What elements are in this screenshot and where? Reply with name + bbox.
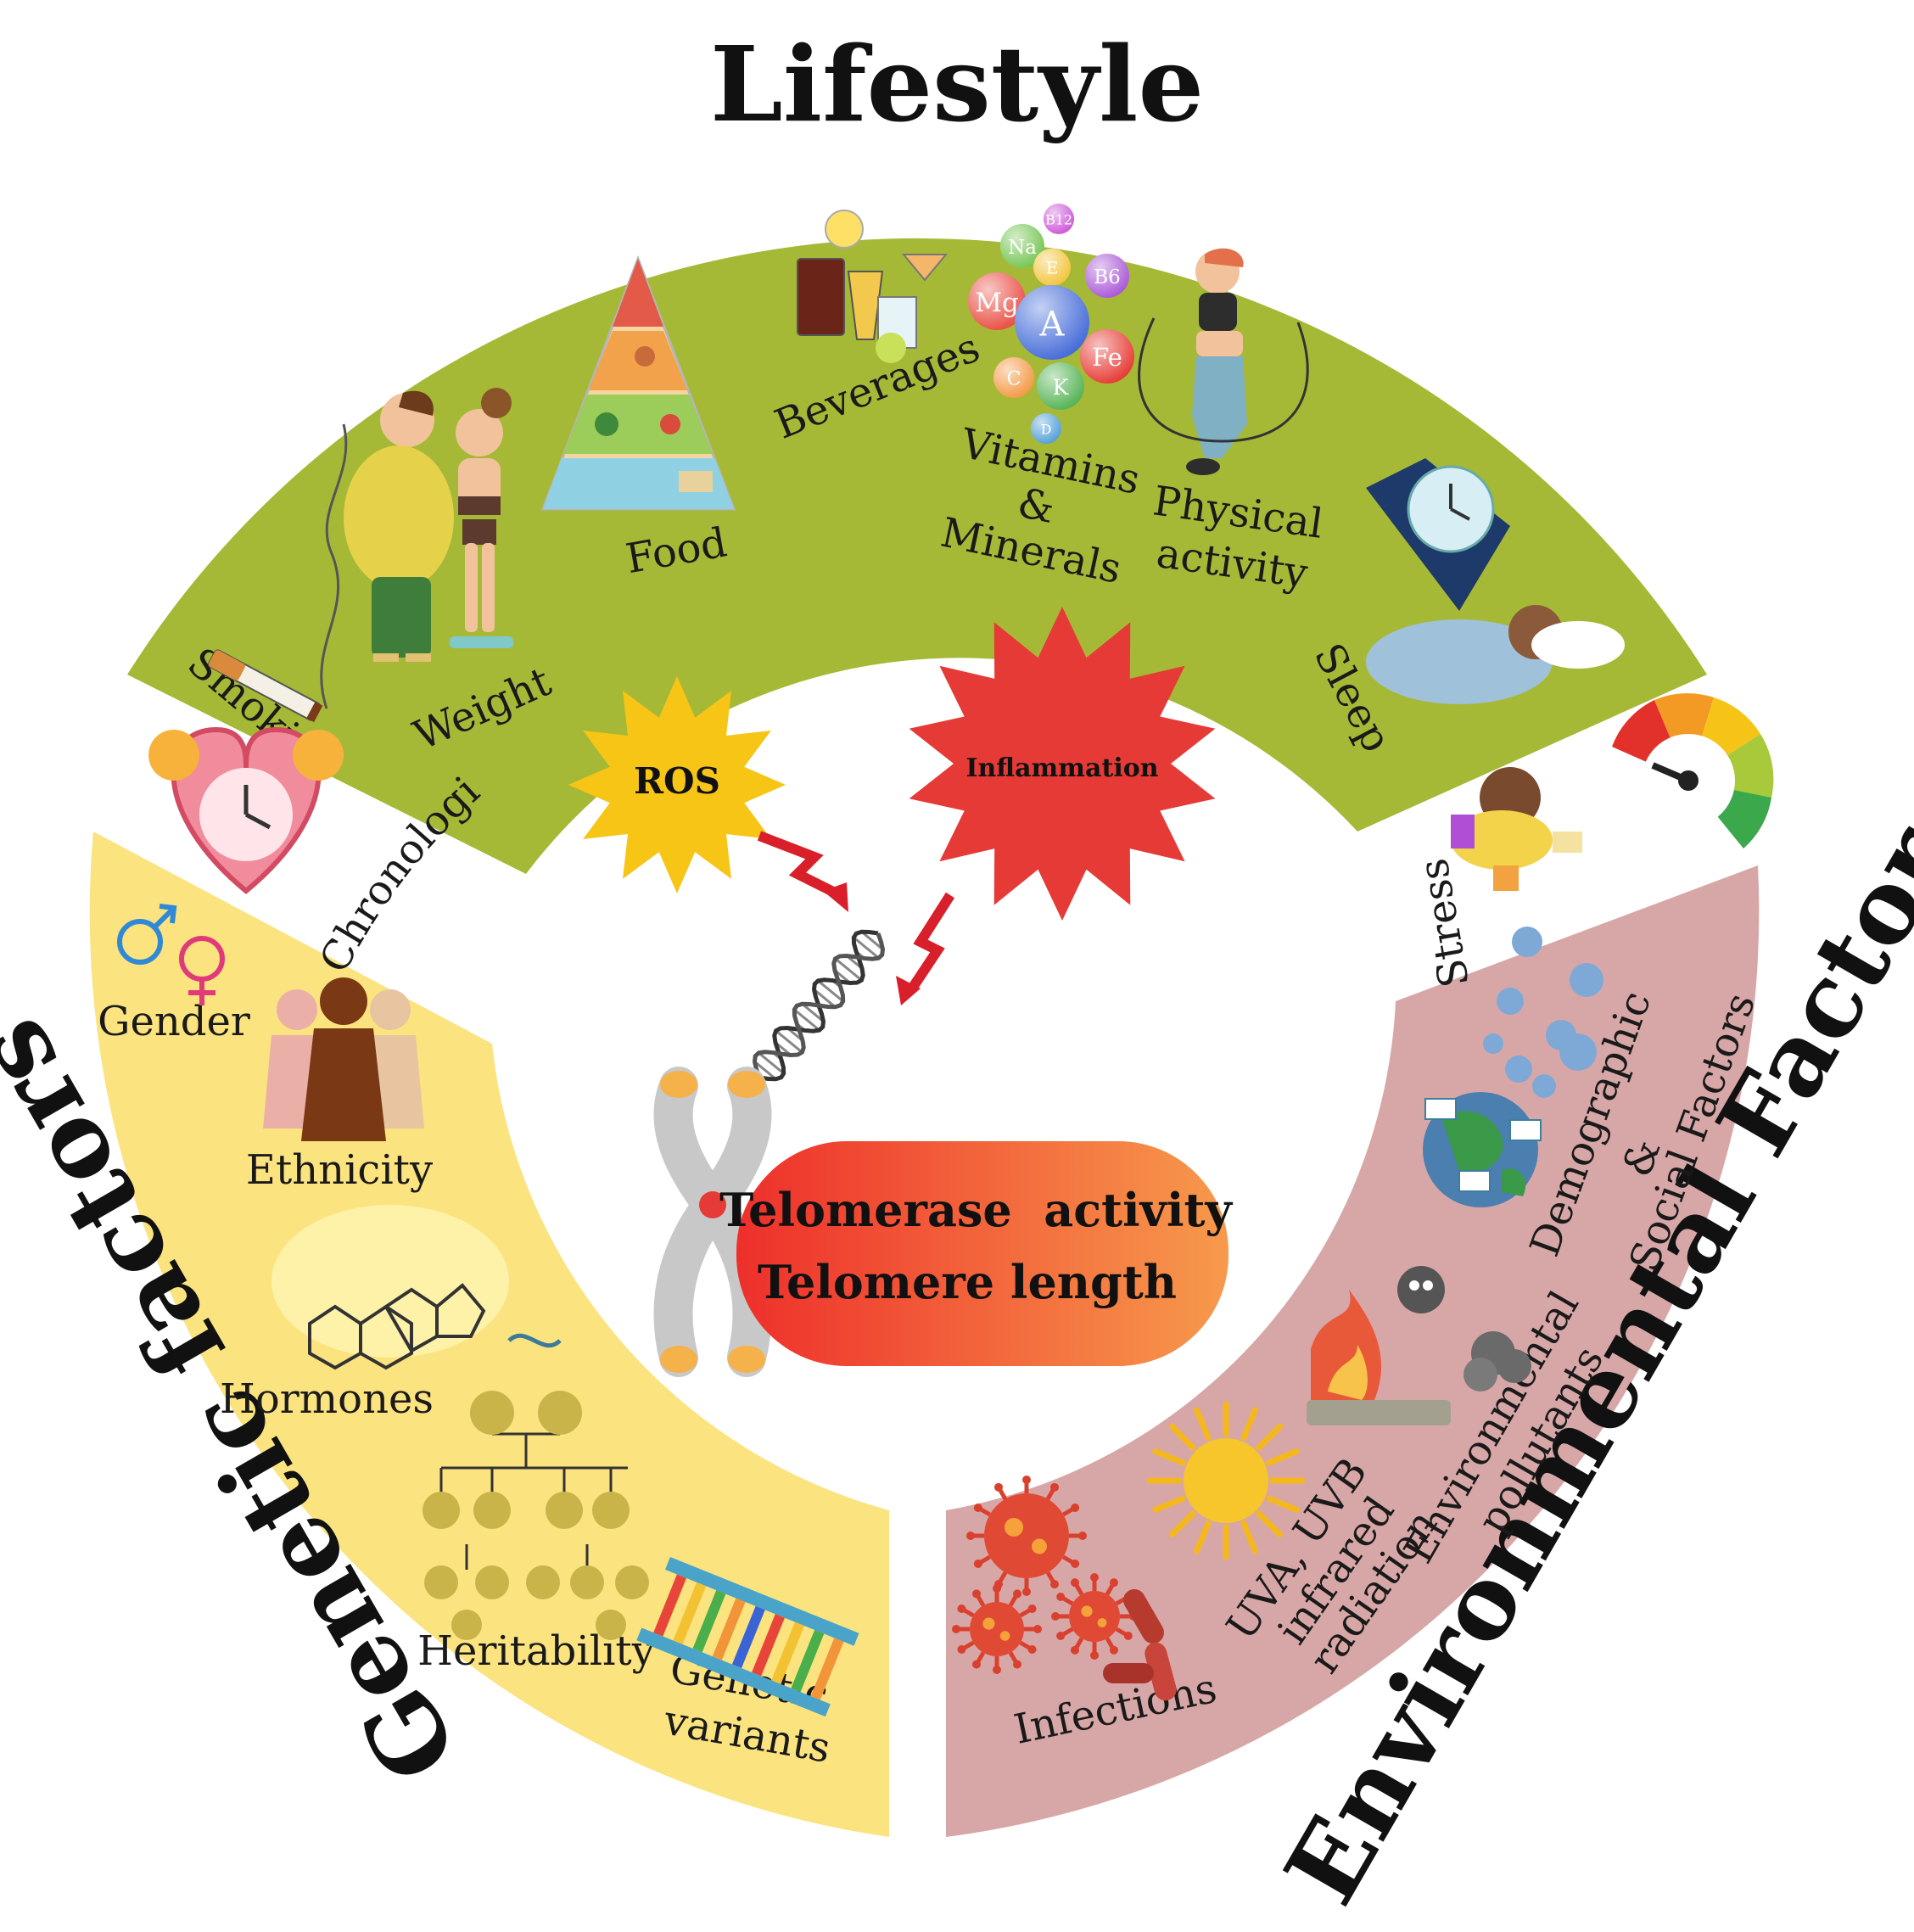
virus-particle: [1051, 1573, 1138, 1660]
hormone-molecule-icon: [271, 1205, 509, 1370]
vitamin-k-label: K: [1053, 375, 1070, 400]
telomerase-activity-label: Telomerase activity: [719, 1183, 1233, 1237]
vitamin-d-bubble: D: [1031, 413, 1061, 444]
vitamin-fe-label: Fe: [1092, 343, 1122, 372]
vitamin-k-bubble: K: [1037, 362, 1084, 410]
vitamin-na-bubble: Na: [1000, 224, 1044, 268]
sun-ray: [1256, 1423, 1284, 1451]
vitamin-b6-bubble: B6: [1085, 254, 1129, 298]
label-ethnicity: Ethnicity: [246, 1146, 433, 1194]
sun-ray: [1266, 1448, 1300, 1466]
sun-ray: [1168, 1510, 1196, 1538]
dna-rung: [653, 1574, 687, 1637]
ros-starburst: [568, 676, 786, 893]
vitamin-b12-label: B12: [1045, 211, 1072, 227]
clouds-icon: [1483, 927, 1603, 1098]
vitamin-c-label: C: [1007, 368, 1021, 389]
jump-rope-icon: [1138, 248, 1309, 475]
bacteria-icon: [1103, 1588, 1177, 1701]
virus-particle: [952, 1584, 1042, 1674]
label-gender: Gender: [98, 998, 250, 1045]
lifestyle-sector: [127, 238, 1707, 874]
vitamin-e-label: E: [1046, 258, 1059, 278]
vitamin-d-label: D: [1041, 421, 1052, 437]
helix-rung: [793, 1008, 820, 1032]
helix-rung: [801, 1003, 825, 1022]
alarm-clock-icon: [148, 726, 344, 894]
dna-rung: [810, 1638, 844, 1700]
dna-variants-icon: [636, 1557, 859, 1717]
label-stress: Stress: [1409, 855, 1479, 991]
vitamin-mg-bubble: Mg: [968, 272, 1026, 330]
helix-rung: [813, 988, 837, 1008]
weight-people-icon: [344, 388, 513, 662]
sun-ray: [1168, 1423, 1196, 1451]
telomere-length-label: Telomere length: [758, 1255, 1177, 1309]
stress-gauge-icon: [1612, 693, 1774, 848]
sun-ray: [1240, 1520, 1258, 1554]
stressed-person-icon: [1451, 767, 1582, 891]
dna-rung: [673, 1582, 707, 1644]
sleep-icon: [1366, 458, 1625, 704]
helix-rung: [758, 1051, 785, 1075]
vitamin-mg-label: Mg: [975, 288, 1019, 318]
dna-rung: [692, 1590, 726, 1653]
vitamin-e-bubble: E: [1033, 249, 1071, 286]
vitamin-a-bubble: A: [1015, 285, 1089, 360]
vitamin-na-label: Na: [1008, 237, 1037, 259]
male-symbol-icon: [117, 904, 177, 965]
helix-rung: [834, 957, 863, 982]
dna-rung: [771, 1621, 805, 1684]
dna-rung: [752, 1614, 785, 1677]
helix-rung: [753, 1061, 777, 1080]
vitamin-a-label: A: [1039, 305, 1066, 344]
female-symbol-icon: [179, 936, 225, 1005]
sun-icon: [1146, 1401, 1306, 1560]
sun-ray: [1194, 1407, 1212, 1441]
inflammation-starburst: [909, 607, 1216, 921]
sun-ray: [1240, 1407, 1258, 1441]
lifestyle-title: Lifestyle: [710, 23, 1204, 145]
pollution-icon: [1307, 1266, 1531, 1425]
helix-rung: [775, 1029, 803, 1054]
ros-damage-arrow: [757, 831, 848, 912]
sun-ray: [1194, 1520, 1212, 1554]
sun-ray: [1152, 1495, 1186, 1513]
globe-icon: [1423, 1092, 1542, 1207]
vitamin-b12-bubble: B12: [1044, 204, 1074, 234]
vitamin-b6-label: B6: [1094, 266, 1121, 288]
helix-rung: [853, 936, 880, 960]
ethnicity-silhouettes-icon: [263, 977, 424, 1141]
vitamin-fe-bubble: Fe: [1080, 329, 1134, 384]
dna-rung: [712, 1598, 746, 1660]
virus-particle: [966, 1476, 1087, 1596]
inflammation-damage-arrow: [896, 892, 955, 1005]
dna-helix-icon: [752, 929, 886, 1082]
ros-label: ROS: [634, 760, 720, 802]
sun-ray: [1152, 1448, 1186, 1466]
virus-icon: [952, 1476, 1138, 1674]
cigarette-icon: [208, 423, 348, 723]
helix-rung: [860, 931, 884, 950]
telomere-pill: [736, 1141, 1228, 1366]
label-hormones: Hormones: [220, 1375, 434, 1423]
food-pyramid-icon: [540, 255, 736, 511]
family-tree-icon: [423, 1333, 649, 1640]
sun-ray: [1266, 1495, 1300, 1513]
dna-rung: [791, 1630, 825, 1693]
beverages-icon: [797, 210, 949, 363]
sun-ray: [1256, 1510, 1284, 1538]
inflammation-label: Inflammation: [965, 753, 1158, 783]
vitamin-c-bubble: C: [993, 357, 1034, 398]
dna-rung: [731, 1605, 765, 1669]
helix-strand: [752, 932, 886, 1078]
sun-disc: [1184, 1438, 1268, 1523]
helix-rung: [817, 979, 844, 1003]
